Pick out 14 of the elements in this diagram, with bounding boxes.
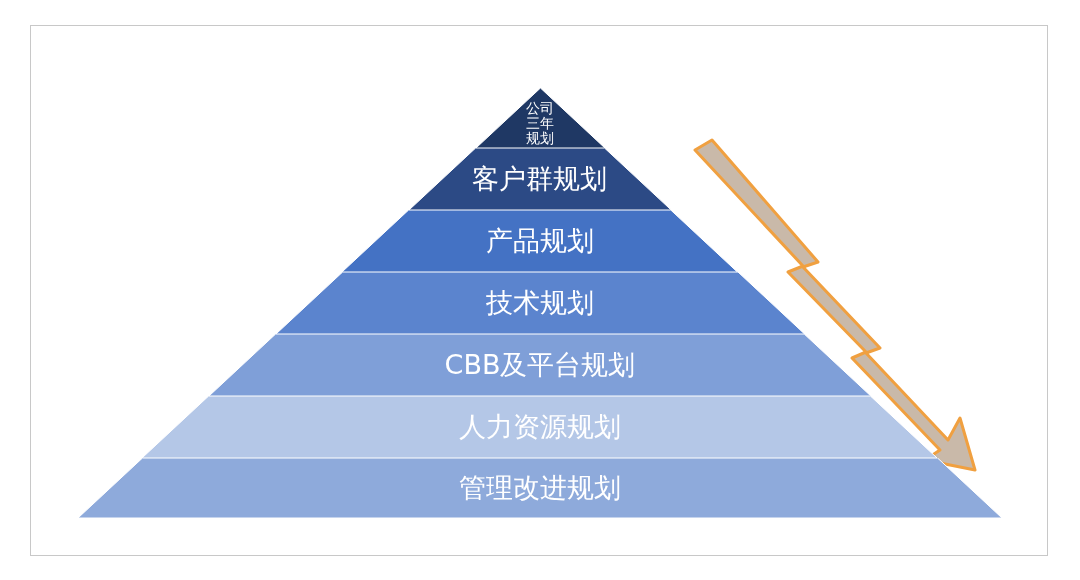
pyramid-band — [142, 396, 938, 458]
band-label: 客户群规划 — [472, 164, 608, 194]
band-label: 技术规划 — [486, 288, 594, 318]
pyramid-band — [408, 148, 672, 210]
band-label: CBB及平台规划 — [444, 350, 636, 380]
band-label: 管理改进规划 — [459, 473, 621, 503]
band-label: 公司三年规划 — [525, 101, 555, 146]
pyramid-band — [275, 272, 805, 334]
band-label: 产品规划 — [486, 226, 594, 256]
pyramid-band — [209, 334, 871, 396]
pyramid-band — [78, 458, 1002, 518]
pyramid-band — [342, 210, 738, 272]
band-label: 人力资源规划 — [459, 412, 621, 442]
pyramid-top — [475, 88, 605, 148]
